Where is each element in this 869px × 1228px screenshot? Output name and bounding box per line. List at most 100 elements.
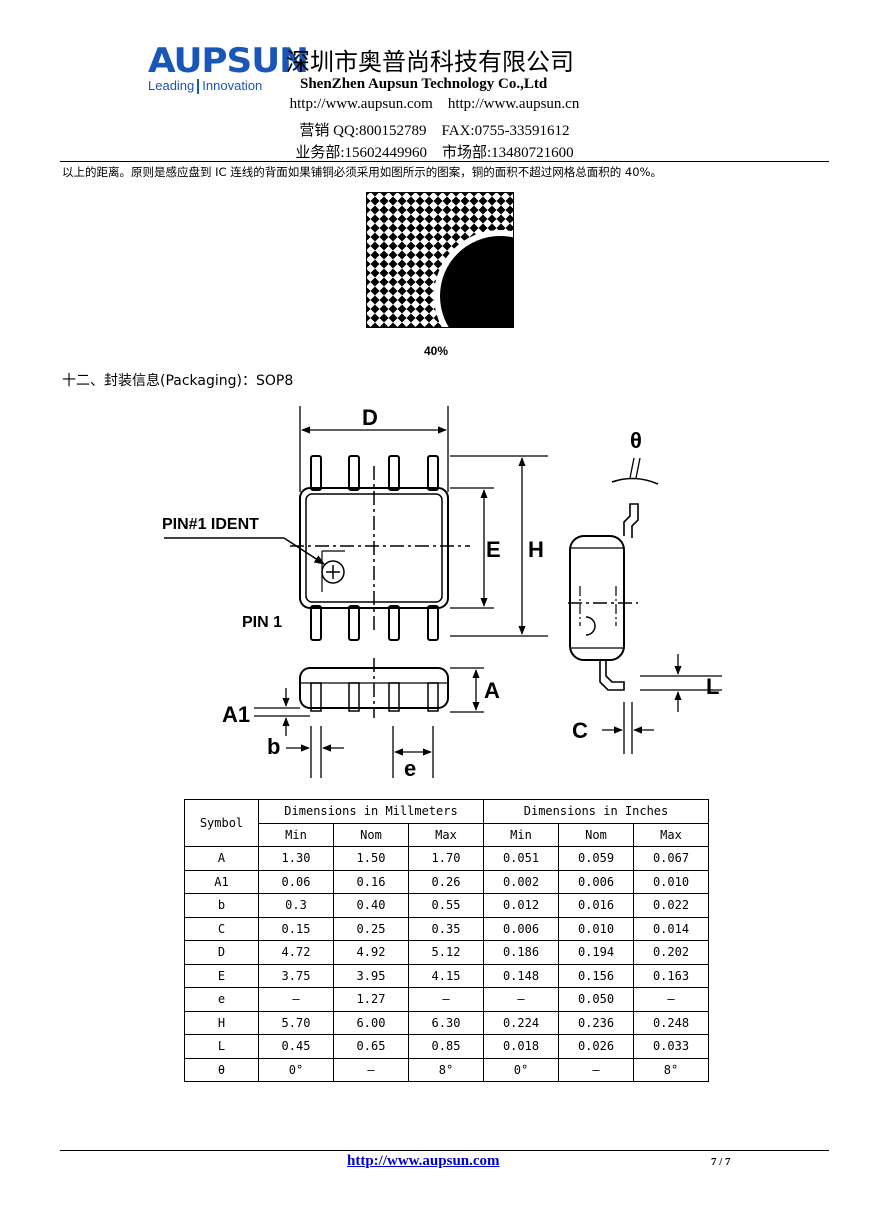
value-cell: 0.15	[258, 916, 334, 941]
label-A1: A1	[222, 702, 250, 727]
table-subheader-row: Min Nom Max Min Nom Max	[185, 822, 709, 847]
company-name-en: ShenZhen Aupsun Technology Co.,Ltd	[300, 76, 548, 92]
front-view	[299, 658, 449, 718]
dim-A: A	[450, 667, 500, 713]
label-D: D	[362, 405, 378, 430]
logo-wordmark: AUPSUN	[148, 41, 309, 81]
footer-link[interactable]: http://www.aupsun.com	[347, 1153, 500, 1169]
label-E: E	[486, 537, 501, 562]
sense-pad	[440, 236, 514, 328]
value-cell: 0°	[258, 1057, 334, 1082]
dim-e: e	[392, 726, 434, 781]
logo-tag-innovation: Innovation	[202, 78, 263, 93]
value-cell: 4.15	[408, 963, 484, 988]
value-cell: 6.30	[408, 1010, 484, 1035]
symbol-cell: D	[184, 940, 259, 965]
value-cell: 4.92	[333, 940, 409, 965]
value-cell: 5.12	[408, 940, 484, 965]
subheader-cell: Nom	[558, 822, 634, 847]
value-cell: 1.27	[333, 987, 409, 1012]
company-name-cn: 深圳市奥普尚科技有限公司	[286, 48, 574, 76]
header-qq-fax: 营销 QQ:800152789 FAX:0755-33591612	[299, 123, 570, 139]
value-cell: 0.016	[558, 893, 634, 918]
value-cell: 0.033	[633, 1034, 709, 1059]
end-view	[568, 503, 639, 691]
value-cell: 0.40	[333, 893, 409, 918]
dim-C: C	[572, 702, 654, 754]
value-cell: —	[333, 1057, 409, 1082]
value-cell: 0°	[483, 1057, 559, 1082]
value-cell: 0.067	[633, 846, 709, 871]
subheader-cell: Max	[408, 822, 484, 847]
company-logo: AUPSUN Leading Innovation	[148, 44, 309, 96]
dim-theta: θ	[611, 428, 659, 485]
value-cell: 0.014	[633, 916, 709, 941]
symbol-cell: θ	[184, 1057, 259, 1082]
value-cell: 0.010	[558, 916, 634, 941]
value-cell: 0.018	[483, 1034, 559, 1059]
value-cell: 3.75	[258, 963, 334, 988]
table-header-row: Symbol Dimensions in Millmeters Dimensio…	[184, 799, 709, 847]
subheader-cell: Max	[633, 822, 709, 847]
value-cell: 0.16	[333, 869, 409, 894]
value-cell: 0.65	[333, 1034, 409, 1059]
logo-tag-leading: Leading	[148, 78, 195, 93]
symbol-cell: A	[184, 846, 259, 871]
value-cell: 5.70	[258, 1010, 334, 1035]
section-heading: 十二、封装信息(Packaging)：SOP8	[62, 373, 294, 389]
value-cell: 0.35	[408, 916, 484, 941]
value-cell: —	[408, 987, 484, 1012]
value-cell: 0.012	[483, 893, 559, 918]
value-cell: 0.06	[258, 869, 334, 894]
subheader-cell: Min	[258, 822, 334, 847]
value-cell: —	[483, 987, 559, 1012]
value-cell: 8°	[633, 1057, 709, 1082]
symbol-cell: L	[184, 1034, 259, 1059]
value-cell: 0.059	[558, 846, 634, 871]
figure-caption: 40%	[424, 344, 449, 358]
value-cell: 1.70	[408, 846, 484, 871]
page-number: 7 / 7	[711, 1156, 731, 1168]
table-row: e—1.27——0.050—	[184, 987, 709, 1012]
symbol-cell: H	[184, 1010, 259, 1035]
header-inches: Dimensions in Inches	[483, 799, 709, 824]
value-cell: 0.25	[333, 916, 409, 941]
value-cell: 4.72	[258, 940, 334, 965]
symbol-cell: E	[184, 963, 259, 988]
value-cell: 0.85	[408, 1034, 484, 1059]
label-pin1: PIN 1	[242, 614, 282, 631]
symbol-cell: b	[184, 893, 259, 918]
value-cell: 0.163	[633, 963, 709, 988]
logo-tag-divider	[197, 79, 200, 95]
value-cell: 0.050	[558, 987, 634, 1012]
header-websites: http://www.aupsun.com http://www.aupsun.…	[289, 96, 580, 112]
top-view	[290, 455, 470, 641]
value-cell: 0.022	[633, 893, 709, 918]
value-cell: 0.26	[408, 869, 484, 894]
label-C: C	[572, 718, 588, 743]
dim-D: D	[299, 405, 449, 492]
value-cell: 0.148	[483, 963, 559, 988]
label-pin1-ident: PIN#1 IDENT	[162, 516, 259, 533]
bottom-leads	[310, 605, 439, 641]
value-cell: 0.051	[483, 846, 559, 871]
dimension-table: Symbol Dimensions in Millmeters Dimensio…	[184, 799, 709, 1082]
value-cell: 0.006	[558, 869, 634, 894]
paragraph-copper-rule: 以上的距离。原则是感应盘到 IC 连线的背面如果铺铜必须采用如图所示的图案，铜的…	[62, 165, 662, 179]
value-cell: 0.224	[483, 1010, 559, 1035]
value-cell: 0.202	[633, 940, 709, 965]
copper-hatch-figure	[366, 192, 514, 328]
value-cell: —	[258, 987, 334, 1012]
value-cell: 0.186	[483, 940, 559, 965]
header-millimeters: Dimensions in Millmeters	[258, 799, 484, 824]
value-cell: 1.50	[333, 846, 409, 871]
label-b: b	[267, 734, 280, 759]
value-cell: 0.45	[258, 1034, 334, 1059]
